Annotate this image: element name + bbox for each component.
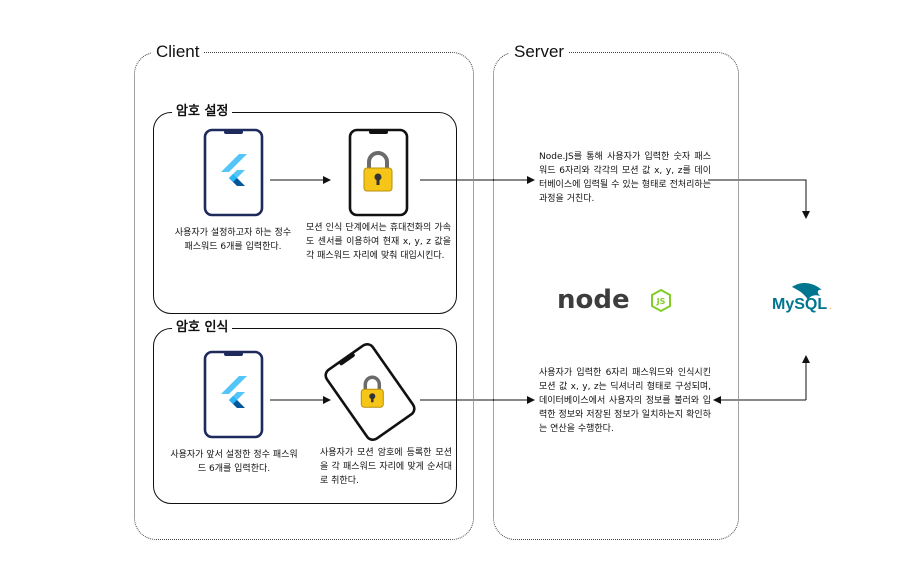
- client-region: [134, 52, 474, 540]
- setup-section: [153, 112, 457, 314]
- node-badge-text: JS: [656, 297, 666, 306]
- mysql-logo-icon: MySQL .: [772, 283, 832, 313]
- recognize-lock-caption: 사용자가 모션 암호에 등록한 모션을 각 패스워드 자리에 맞게 순서대로 취…: [320, 448, 452, 486]
- recognize-lock-phone-icon: [324, 342, 416, 442]
- node-logo-text: node: [557, 285, 630, 315]
- mysql-logo-my: MySQL: [772, 296, 827, 313]
- setup-phone-caption: 사용자가 설정하고자 하는 정수 패스워드 6개를 입력한다.: [174, 228, 292, 252]
- recognize-phone-icon: [203, 350, 264, 439]
- setup-lock-phone-icon: [348, 128, 409, 217]
- server-note-bottom: 사용자가 입력한 6자리 패스워드와 인식시킨 모션 값 x, y, z는 딕셔…: [539, 368, 711, 434]
- flutter-logo-icon: [221, 154, 247, 186]
- flutter-logo-icon: [221, 376, 247, 408]
- lock-icon: [360, 375, 384, 408]
- recognize-phone-caption: 사용자가 앞서 설정한 정수 패스워드 6개를 입력한다.: [170, 450, 298, 474]
- server-region: [493, 52, 739, 540]
- recognize-section-title: 암호 인식: [172, 320, 233, 336]
- setup-section-title: 암호 설정: [172, 104, 233, 120]
- node-logo-icon: node JS: [557, 285, 671, 315]
- mysql-logo-dot: .: [829, 301, 832, 311]
- mysql-logo-text: MySQL: [772, 296, 827, 313]
- server-title: Server: [509, 42, 570, 62]
- lock-icon: [363, 151, 393, 192]
- recognize-section: [153, 328, 457, 504]
- arrow-icon: [708, 179, 810, 219]
- setup-phone-icon: [203, 128, 264, 217]
- client-title: Client: [151, 42, 205, 62]
- server-note-top: Node.JS를 통해 사용자가 입력한 숫자 패스워드 6자리와 각각의 모션…: [539, 152, 711, 204]
- setup-lock-caption: 모션 인식 단계에서는 휴대전화의 가속도 센서를 이용하여 현재 x, y, …: [306, 223, 451, 261]
